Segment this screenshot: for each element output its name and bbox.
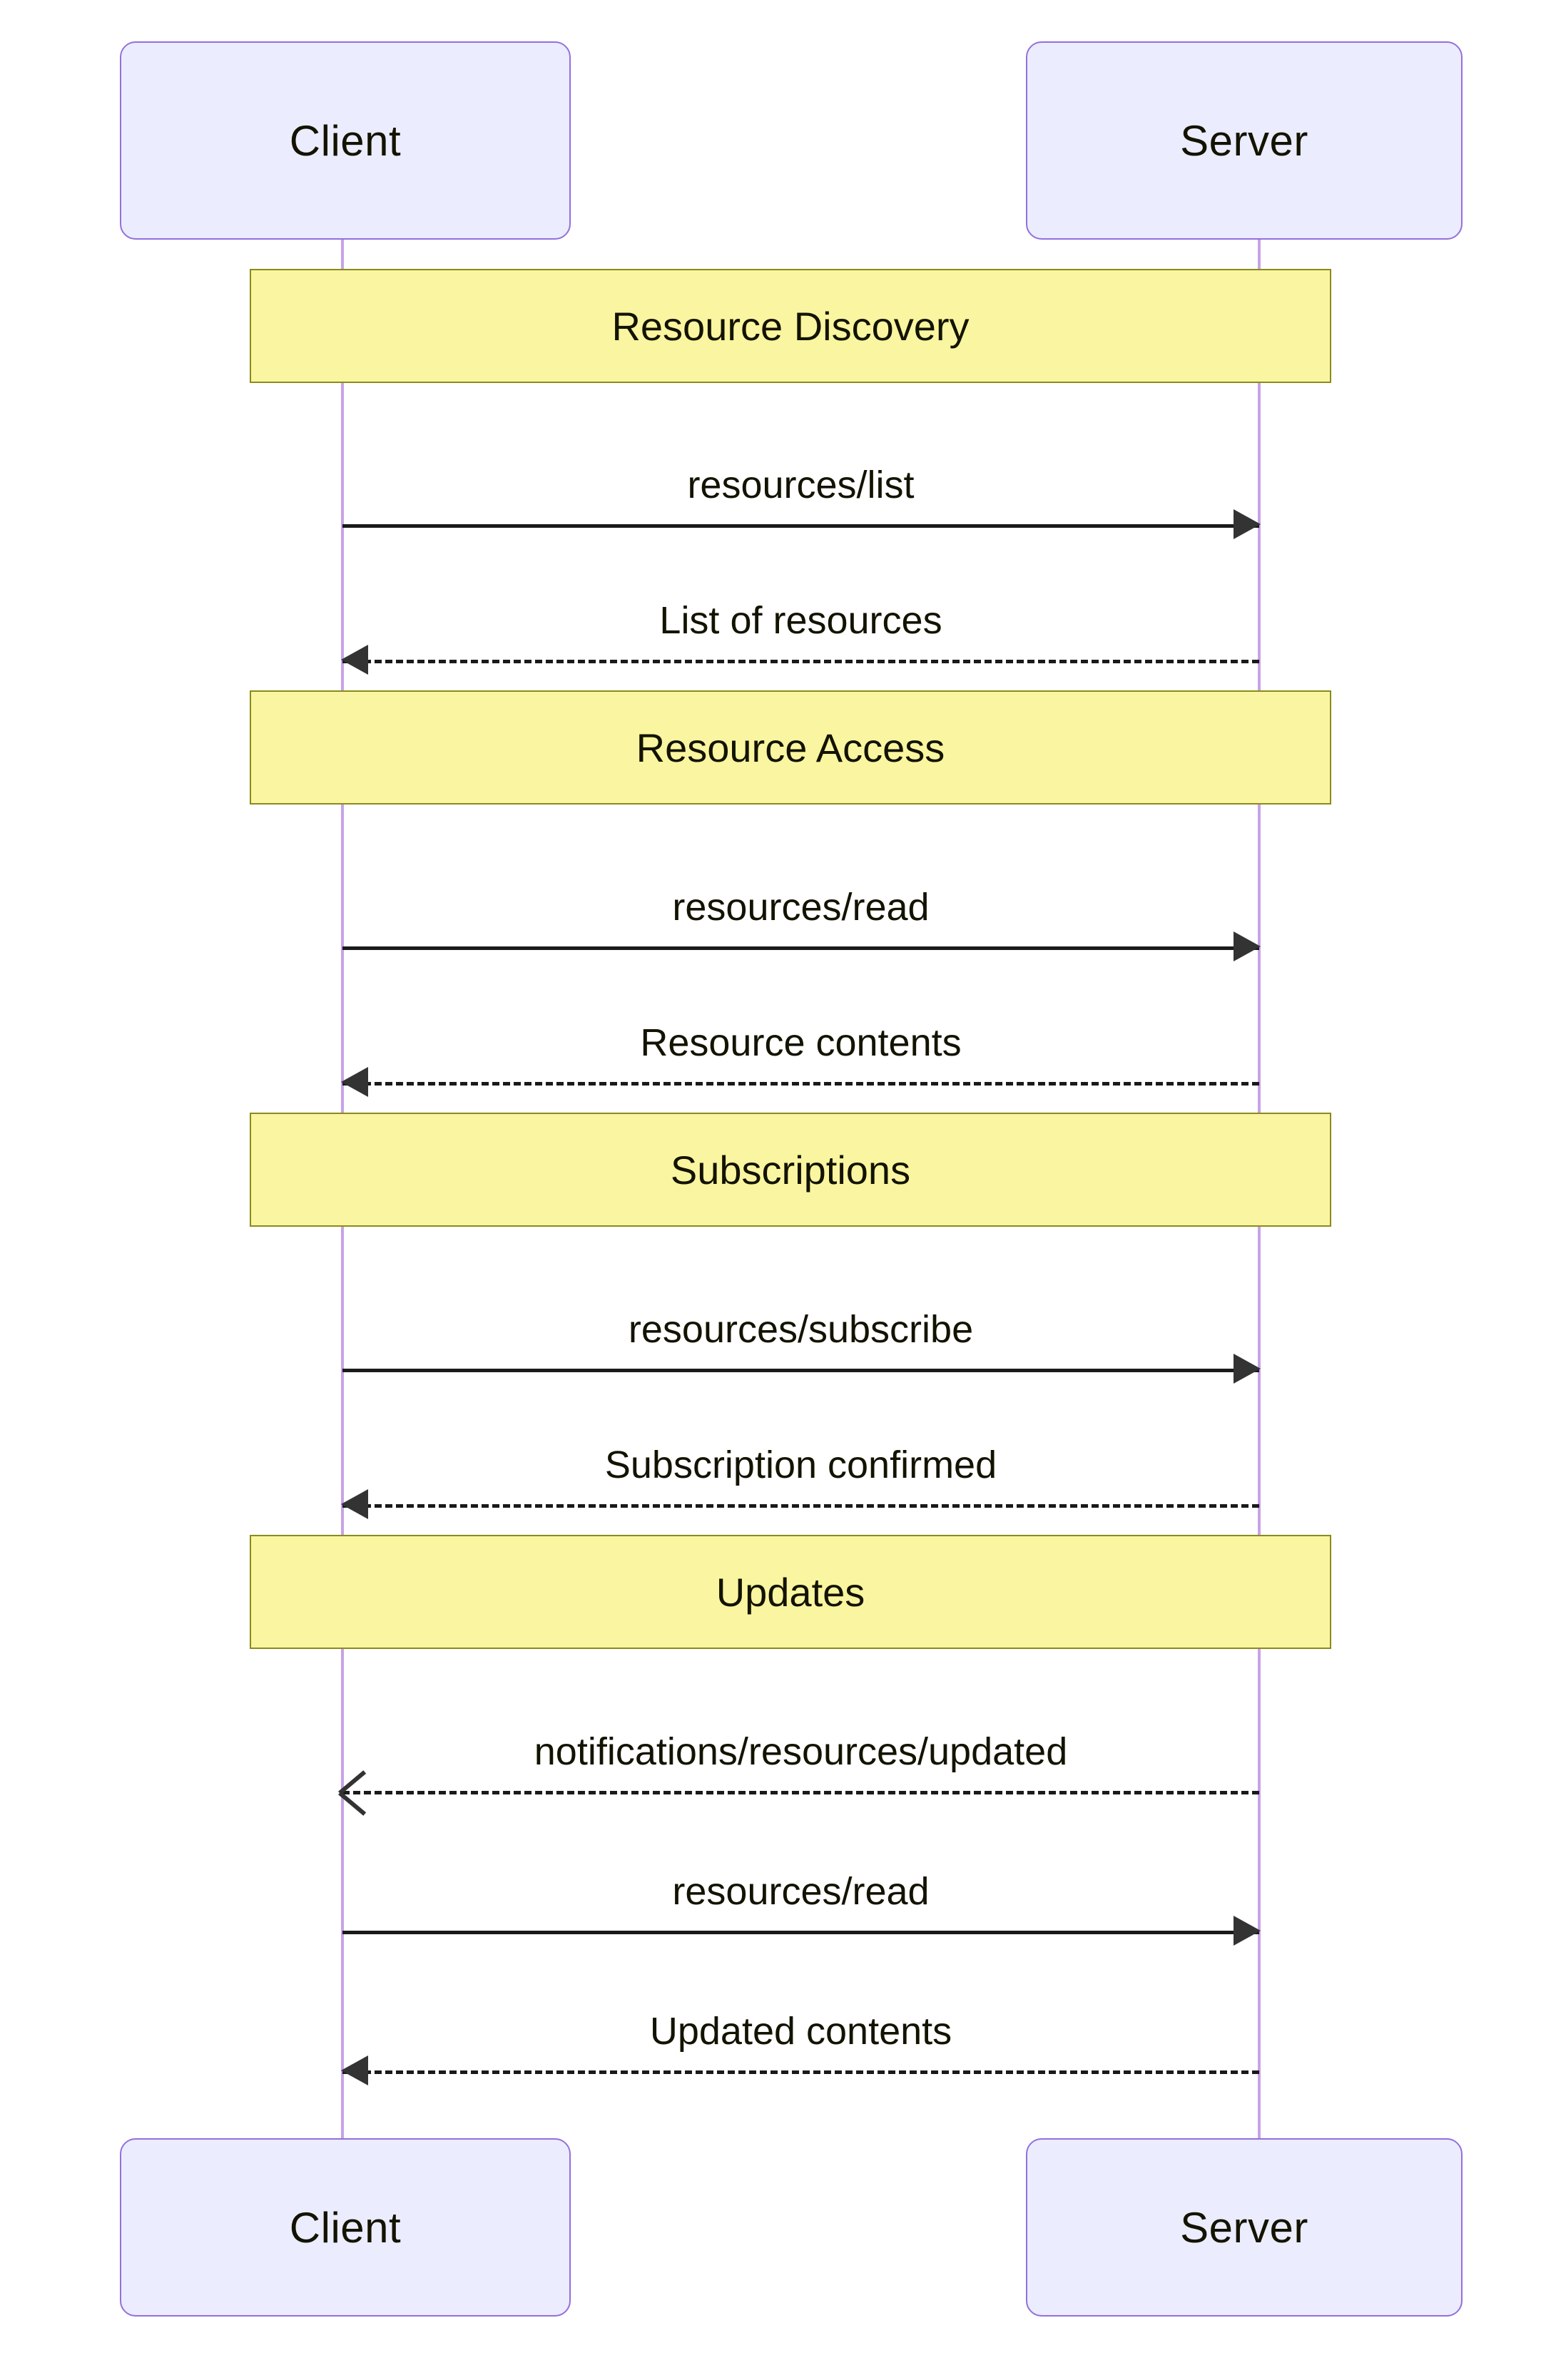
- section-band-updates[interactable]: Updates: [250, 1535, 1331, 1649]
- arrowhead-filled-left-icon: [341, 645, 368, 675]
- section-label-updates: Updates: [716, 1569, 865, 1615]
- section-label-resource-discovery: Resource Discovery: [611, 303, 970, 349]
- actor-box-server-bottom[interactable]: Server: [1026, 2138, 1463, 2317]
- message-line-solid: [342, 524, 1259, 528]
- message-label: resources/read: [672, 886, 930, 929]
- message-line-dashed: [342, 1504, 1259, 1508]
- arrowhead-filled-left-icon: [341, 2055, 368, 2085]
- actor-label-client-top: Client: [289, 116, 402, 165]
- section-band-subscriptions[interactable]: Subscriptions: [250, 1113, 1331, 1227]
- arrowhead-filled-right-icon: [1234, 1354, 1261, 1384]
- arrowhead-filled-left-icon: [341, 1067, 368, 1097]
- message-label: resources/subscribe: [628, 1308, 974, 1351]
- message-line-dashed: [342, 2070, 1259, 2074]
- actor-box-client-bottom[interactable]: Client: [120, 2138, 571, 2317]
- actor-box-server-top[interactable]: Server: [1026, 41, 1463, 240]
- message-label: resources/list: [687, 464, 915, 506]
- arrowhead-filled-left-icon: [341, 1489, 368, 1519]
- message-line-dashed: [342, 660, 1259, 663]
- actor-box-client-top[interactable]: Client: [120, 41, 571, 240]
- message-label: resources/read: [672, 1870, 930, 1913]
- message-line-dashed: [342, 1791, 1259, 1794]
- arrowhead-open-left-icon: [340, 1769, 370, 1812]
- message-label: Updated contents: [649, 2010, 952, 2053]
- message-label: Subscription confirmed: [604, 1444, 997, 1486]
- arrowhead-filled-right-icon: [1234, 509, 1261, 539]
- section-band-resource-discovery[interactable]: Resource Discovery: [250, 269, 1331, 383]
- arrowhead-filled-right-icon: [1234, 931, 1261, 961]
- message-label: Resource contents: [640, 1021, 962, 1064]
- message-label: notifications/resources/updated: [534, 1730, 1068, 1773]
- arrowhead-filled-right-icon: [1234, 1916, 1261, 1946]
- message-line-dashed: [342, 1082, 1259, 1086]
- message-line-solid: [342, 1369, 1259, 1372]
- section-label-resource-access: Resource Access: [636, 725, 945, 770]
- message-line-solid: [342, 946, 1259, 950]
- actor-label-client-bottom: Client: [289, 2203, 402, 2252]
- section-band-resource-access[interactable]: Resource Access: [250, 690, 1331, 805]
- section-label-subscriptions: Subscriptions: [670, 1147, 911, 1192]
- actor-label-server-bottom: Server: [1180, 2203, 1308, 2252]
- message-label: List of resources: [659, 599, 942, 642]
- message-line-solid: [342, 1931, 1259, 1934]
- actor-label-server-top: Server: [1180, 116, 1308, 165]
